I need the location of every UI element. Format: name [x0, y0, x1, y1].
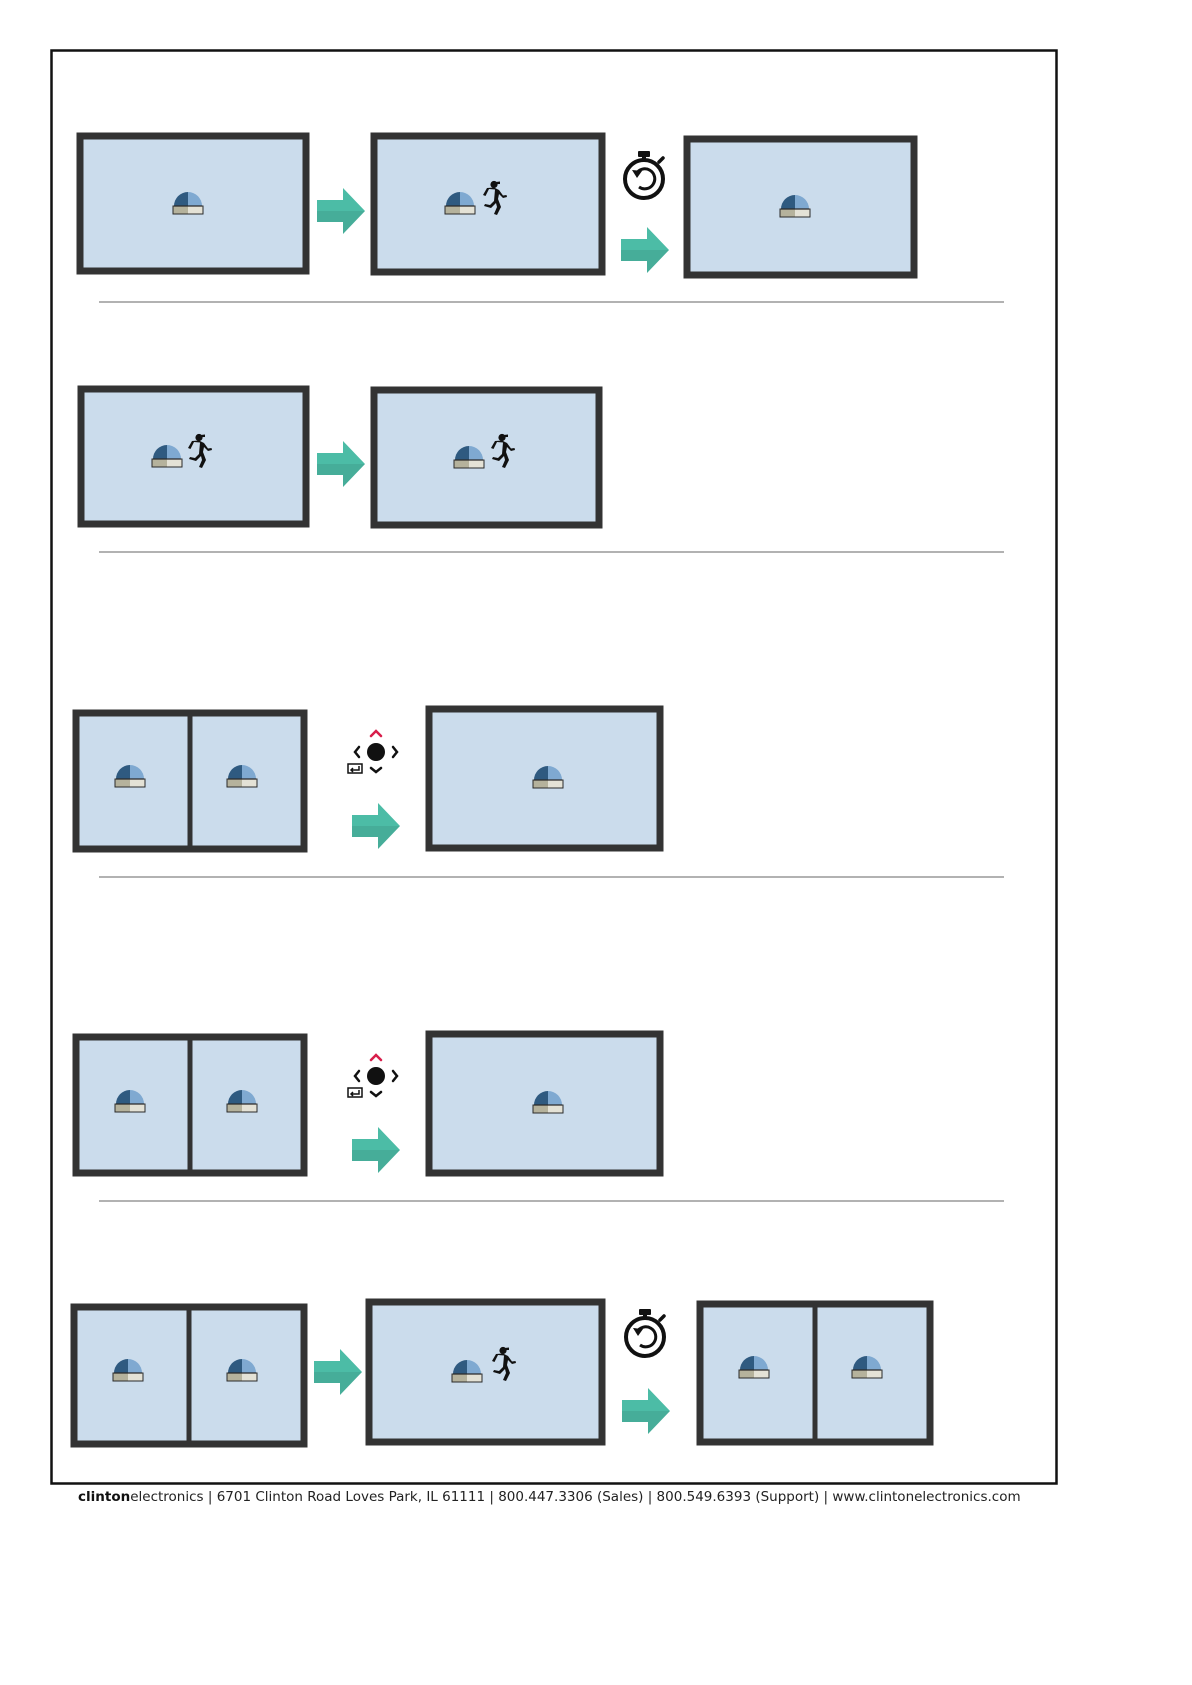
camera-screen — [374, 136, 602, 272]
right-arrow-icon — [352, 803, 400, 849]
footer-contact: clintonelectronics | 6701 Clinton Road L… — [78, 1489, 1078, 1505]
right-arrow-icon — [317, 441, 365, 487]
camera-screen — [81, 389, 306, 524]
row-ptz-select-fullscreen-2 — [76, 1034, 660, 1173]
camera-screen — [369, 1302, 602, 1442]
right-arrow-icon — [314, 1349, 362, 1395]
row-motion-activation-timeout — [80, 136, 914, 275]
right-arrow-icon — [622, 1388, 670, 1434]
row-split-motion-timeout — [74, 1302, 930, 1444]
brand-name-bold: clinton — [78, 1489, 130, 1505]
right-arrow-icon — [317, 188, 365, 234]
ptz-joystick-icon — [348, 731, 397, 773]
stopwatch-icon — [626, 1309, 664, 1356]
row-motion-continuous — [81, 389, 599, 525]
camera-screen — [374, 390, 599, 525]
right-arrow-icon — [621, 227, 669, 273]
diagram-canvas — [0, 0, 1108, 1568]
right-arrow-icon — [352, 1127, 400, 1173]
row-ptz-select-fullscreen — [76, 709, 660, 849]
brand-name-regular: electronics — [130, 1489, 203, 1505]
ptz-joystick-icon — [348, 1055, 397, 1097]
footer-contact-info: | 6701 Clinton Road Loves Park, IL 61111… — [204, 1489, 1021, 1505]
stopwatch-icon — [625, 151, 663, 198]
